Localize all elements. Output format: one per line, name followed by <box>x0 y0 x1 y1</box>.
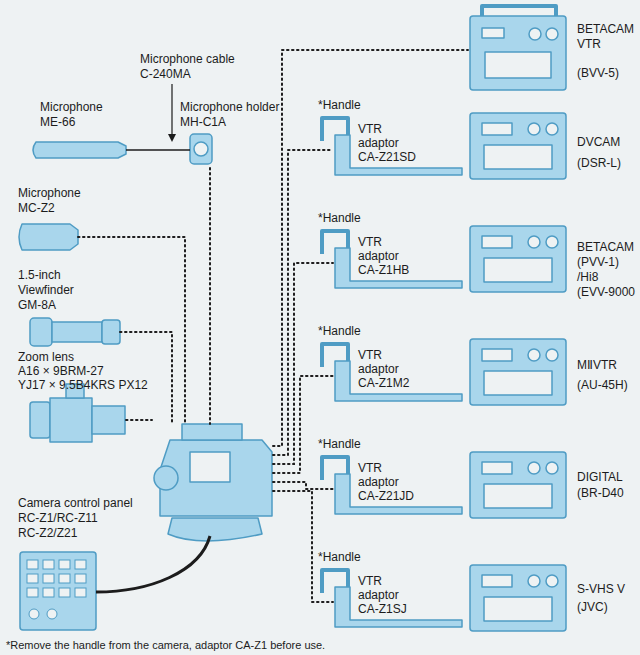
part-label: BETACAM <box>577 22 634 36</box>
part-label: 1.5-inch <box>18 268 61 282</box>
part-label: Zoom lens <box>18 350 74 364</box>
part-label: *Handle <box>318 211 361 225</box>
part-label: Viewfinder <box>18 283 74 297</box>
part-label: VTR <box>358 348 382 362</box>
part-label: GM-8A <box>18 298 56 312</box>
part-label: VTR <box>358 461 382 475</box>
part-label: (EVV-9000 <box>577 285 635 299</box>
part-label: adaptor <box>358 136 399 150</box>
part-label: CA-Z21JD <box>358 489 414 503</box>
part-label: CA-Z1M2 <box>358 376 409 390</box>
part-label: adaptor <box>358 362 399 376</box>
part-label: CA-Z1HB <box>358 263 409 277</box>
part-label: DIGITAL <box>577 470 623 484</box>
part-label: Microphone holder <box>180 100 279 114</box>
part-label: *Handle <box>318 98 361 112</box>
part-label: RC-Z2/Z21 <box>18 526 77 540</box>
part-label: /Hi8 <box>577 270 598 284</box>
part-label: adaptor <box>358 588 399 602</box>
part-label: MH-C1A <box>180 115 226 129</box>
part-label: MⅡVTR <box>577 358 617 372</box>
part-label: Microphone <box>40 100 103 114</box>
part-label: DVCAM <box>577 135 620 149</box>
part-label: adaptor <box>358 249 399 263</box>
part-label: *Handle <box>318 437 361 451</box>
part-label: BETACAM <box>577 240 634 254</box>
part-label: A16 × 9BRM-27 <box>18 364 104 378</box>
footnote: *Remove the handle from the camera, adap… <box>6 638 325 652</box>
part-label: (AU-45H) <box>577 378 628 392</box>
part-label: *Handle <box>318 324 361 338</box>
part-label: MC-Z2 <box>18 201 55 215</box>
part-label: (JVC) <box>577 600 608 614</box>
part-label: C-240MA <box>140 67 191 81</box>
part-label: VTR <box>358 574 382 588</box>
part-label: (BVV-5) <box>577 66 619 80</box>
part-label: RC-Z1/RC-Z11 <box>18 511 98 525</box>
part-label: CA-Z21SD <box>358 150 416 164</box>
part-label: VTR <box>358 235 382 249</box>
part-label: Microphone <box>18 186 81 200</box>
part-label: VTR <box>577 37 601 51</box>
part-label: Camera control panel <box>18 496 133 510</box>
part-label: S-VHS V <box>577 582 625 596</box>
part-label: *Handle <box>318 550 361 564</box>
part-label: (DSR-L) <box>577 156 621 170</box>
part-label: (PVV-1) <box>577 255 619 269</box>
part-label: adaptor <box>358 475 399 489</box>
part-label: (BR-D40 <box>577 486 624 500</box>
part-label: YJ17 × 9.5B4KRS PX12 <box>18 378 148 392</box>
part-label: Microphone cable <box>140 52 235 66</box>
part-label: VTR <box>358 122 382 136</box>
part-label: CA-Z1SJ <box>358 602 407 616</box>
part-label: ME-66 <box>40 115 75 129</box>
